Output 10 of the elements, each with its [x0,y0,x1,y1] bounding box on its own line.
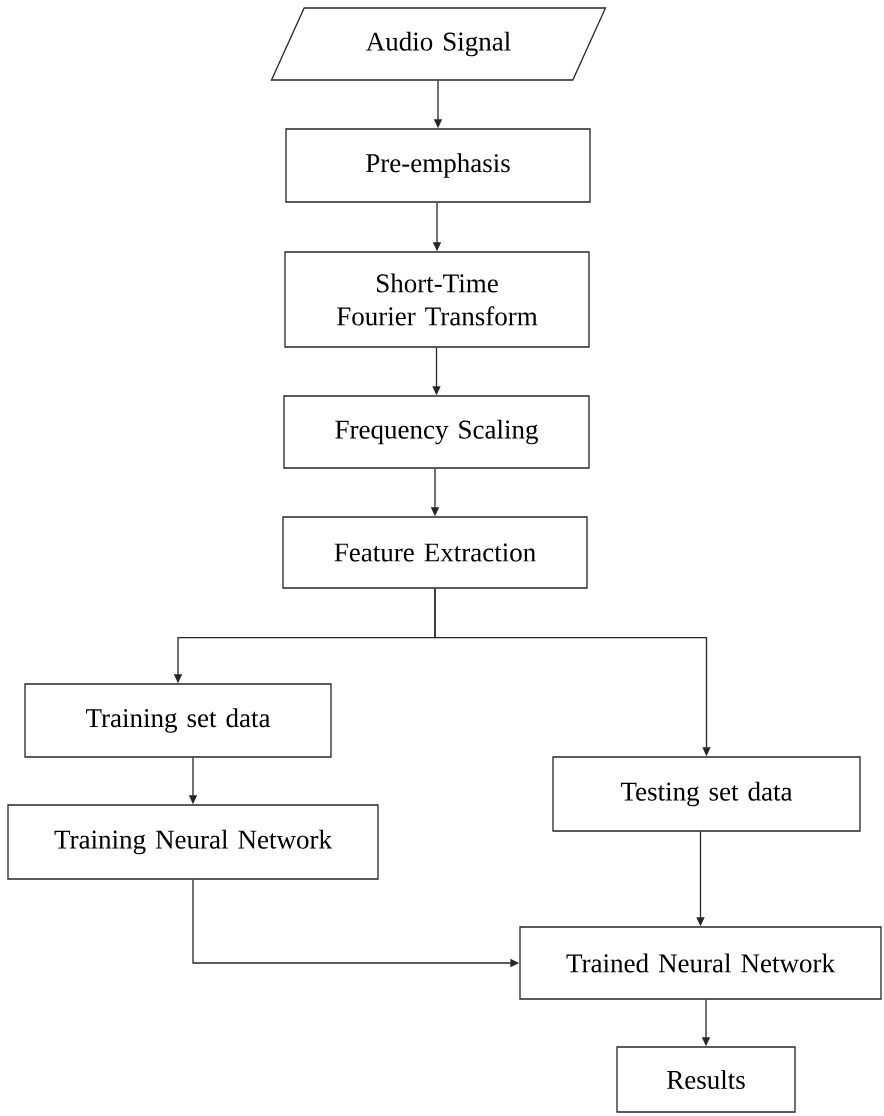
process-box: Training Neural Network [7,804,379,880]
process-box: Trained Neural Network [519,926,882,1000]
process-box: Training set data [24,683,332,758]
process-box: Short-Time Fourier Transform [284,251,590,348]
input-parallelogram: Audio Signal [270,7,607,81]
process-box: Testing set data [552,756,861,832]
process-box: Pre-emphasis [285,128,591,203]
process-box: Results [616,1046,796,1113]
process-box: Frequency Scaling [283,395,590,469]
process-box: Feature Extraction [282,516,588,589]
